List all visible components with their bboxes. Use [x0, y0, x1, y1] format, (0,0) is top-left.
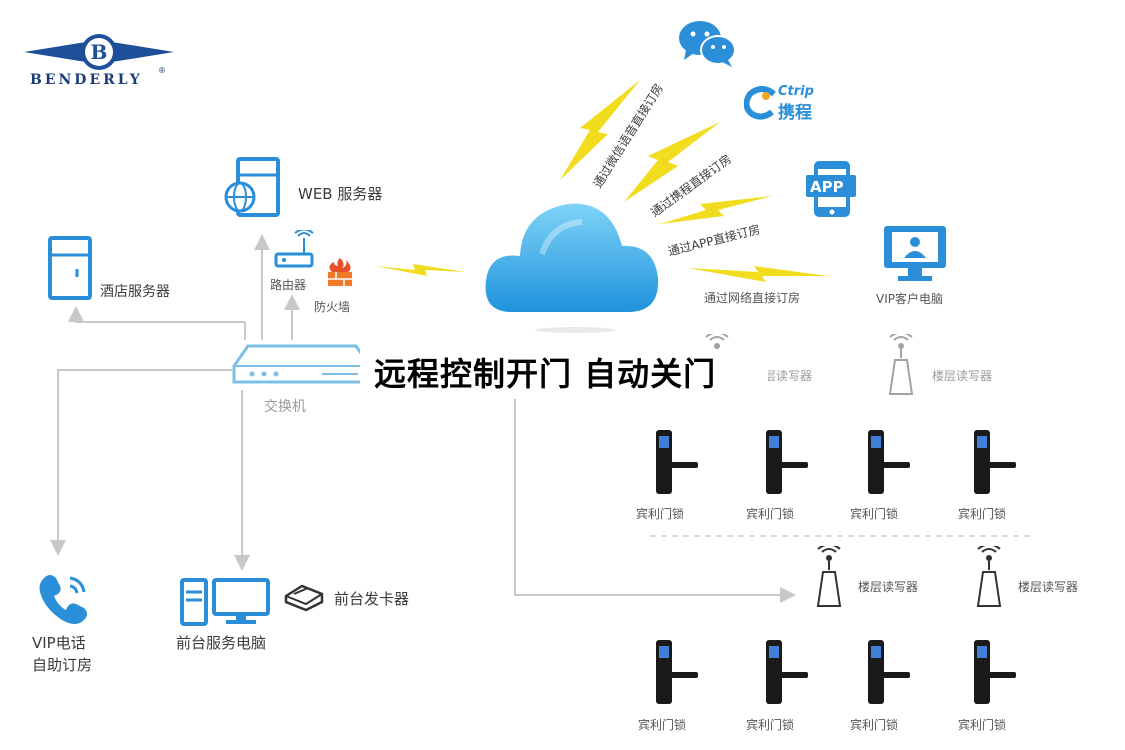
ctrip-logo-icon [744, 86, 776, 120]
front-desk-pc-icon [180, 578, 270, 626]
app-badge-label: APP [810, 178, 844, 196]
cloud-icon [485, 203, 659, 312]
web-server-icon [224, 157, 280, 217]
hotel-server-label: 酒店服务器 [100, 284, 170, 300]
lightning-bolt-icon [560, 80, 640, 180]
phone-icon [39, 575, 87, 624]
door-lock-icon [656, 640, 698, 704]
firewall-icon [328, 258, 352, 286]
door-lock-label: 宾利门锁 [850, 718, 899, 732]
door-lock-icon [766, 640, 808, 704]
floor-reader-icon [816, 546, 842, 607]
door-lock-icon [766, 430, 808, 494]
brand-name: BENDERLY [30, 72, 143, 88]
lightning-bolt-icon [624, 122, 720, 202]
logo-wings-icon: B [24, 34, 174, 70]
ctrip-logo-cn: 携程 [778, 103, 812, 123]
floor-reader-icon [888, 334, 914, 395]
benderly-logo: B [24, 30, 174, 100]
door-lock-label: 宾利门锁 [958, 507, 1007, 521]
door-lock-icon [868, 430, 910, 494]
router-label: 路由器 [270, 278, 307, 292]
door-lock-icon [974, 640, 1016, 704]
door-lock-label: 宾利门锁 [746, 718, 795, 732]
door-lock-icon [974, 430, 1016, 494]
floor-reader-label: 楼层读写器 [858, 580, 919, 594]
hotel-server-icon [48, 236, 92, 300]
door-lock-icon [656, 430, 698, 494]
lightning-bolt-icon [660, 196, 772, 224]
channel-label-web: 通过网络直接订房 [704, 291, 801, 305]
door-lock-label: 宾利门锁 [636, 507, 685, 521]
vip-client-pc-icon [884, 226, 946, 281]
app-phone-icon [806, 161, 856, 217]
floor-reader-label: 楼层读写器 [1018, 580, 1079, 594]
registered-mark: ® [158, 66, 166, 75]
door-lock-icon [868, 640, 910, 704]
headline: 远程控制开门 自动关门 [360, 349, 768, 399]
floor-reader-icon [976, 546, 1002, 607]
door-lock-label: 宾利门锁 [850, 507, 899, 521]
lightning-bolt-icon [375, 264, 465, 276]
switch-label: 交换机 [264, 399, 306, 415]
vip-phone-label: VIP电话 [32, 634, 86, 652]
card-issuer-icon [284, 584, 324, 612]
logo-mark: B [91, 40, 108, 64]
door-lock-label: 宾利门锁 [958, 718, 1007, 732]
floor-reader-label: 楼层读写器 [932, 369, 993, 383]
web-server-label: WEB 服务器 [298, 185, 383, 203]
firewall-label: 防火墙 [314, 300, 351, 314]
card-issuer-label: 前台发卡器 [334, 590, 410, 608]
self-booking-label: 自助订房 [32, 656, 93, 674]
door-lock-label: 宾利门锁 [746, 507, 795, 521]
router-icon [274, 230, 314, 268]
ctrip-logo-text: Ctrip [778, 84, 814, 99]
door-lock-label: 宾利门锁 [638, 718, 687, 732]
front-desk-pc-label: 前台服务电脑 [176, 634, 267, 652]
vip-client-pc-label: VIP客户电脑 [876, 292, 943, 306]
lightning-bolt-icon [688, 266, 828, 282]
switch-icon [232, 344, 372, 384]
wechat-icon [679, 21, 736, 67]
